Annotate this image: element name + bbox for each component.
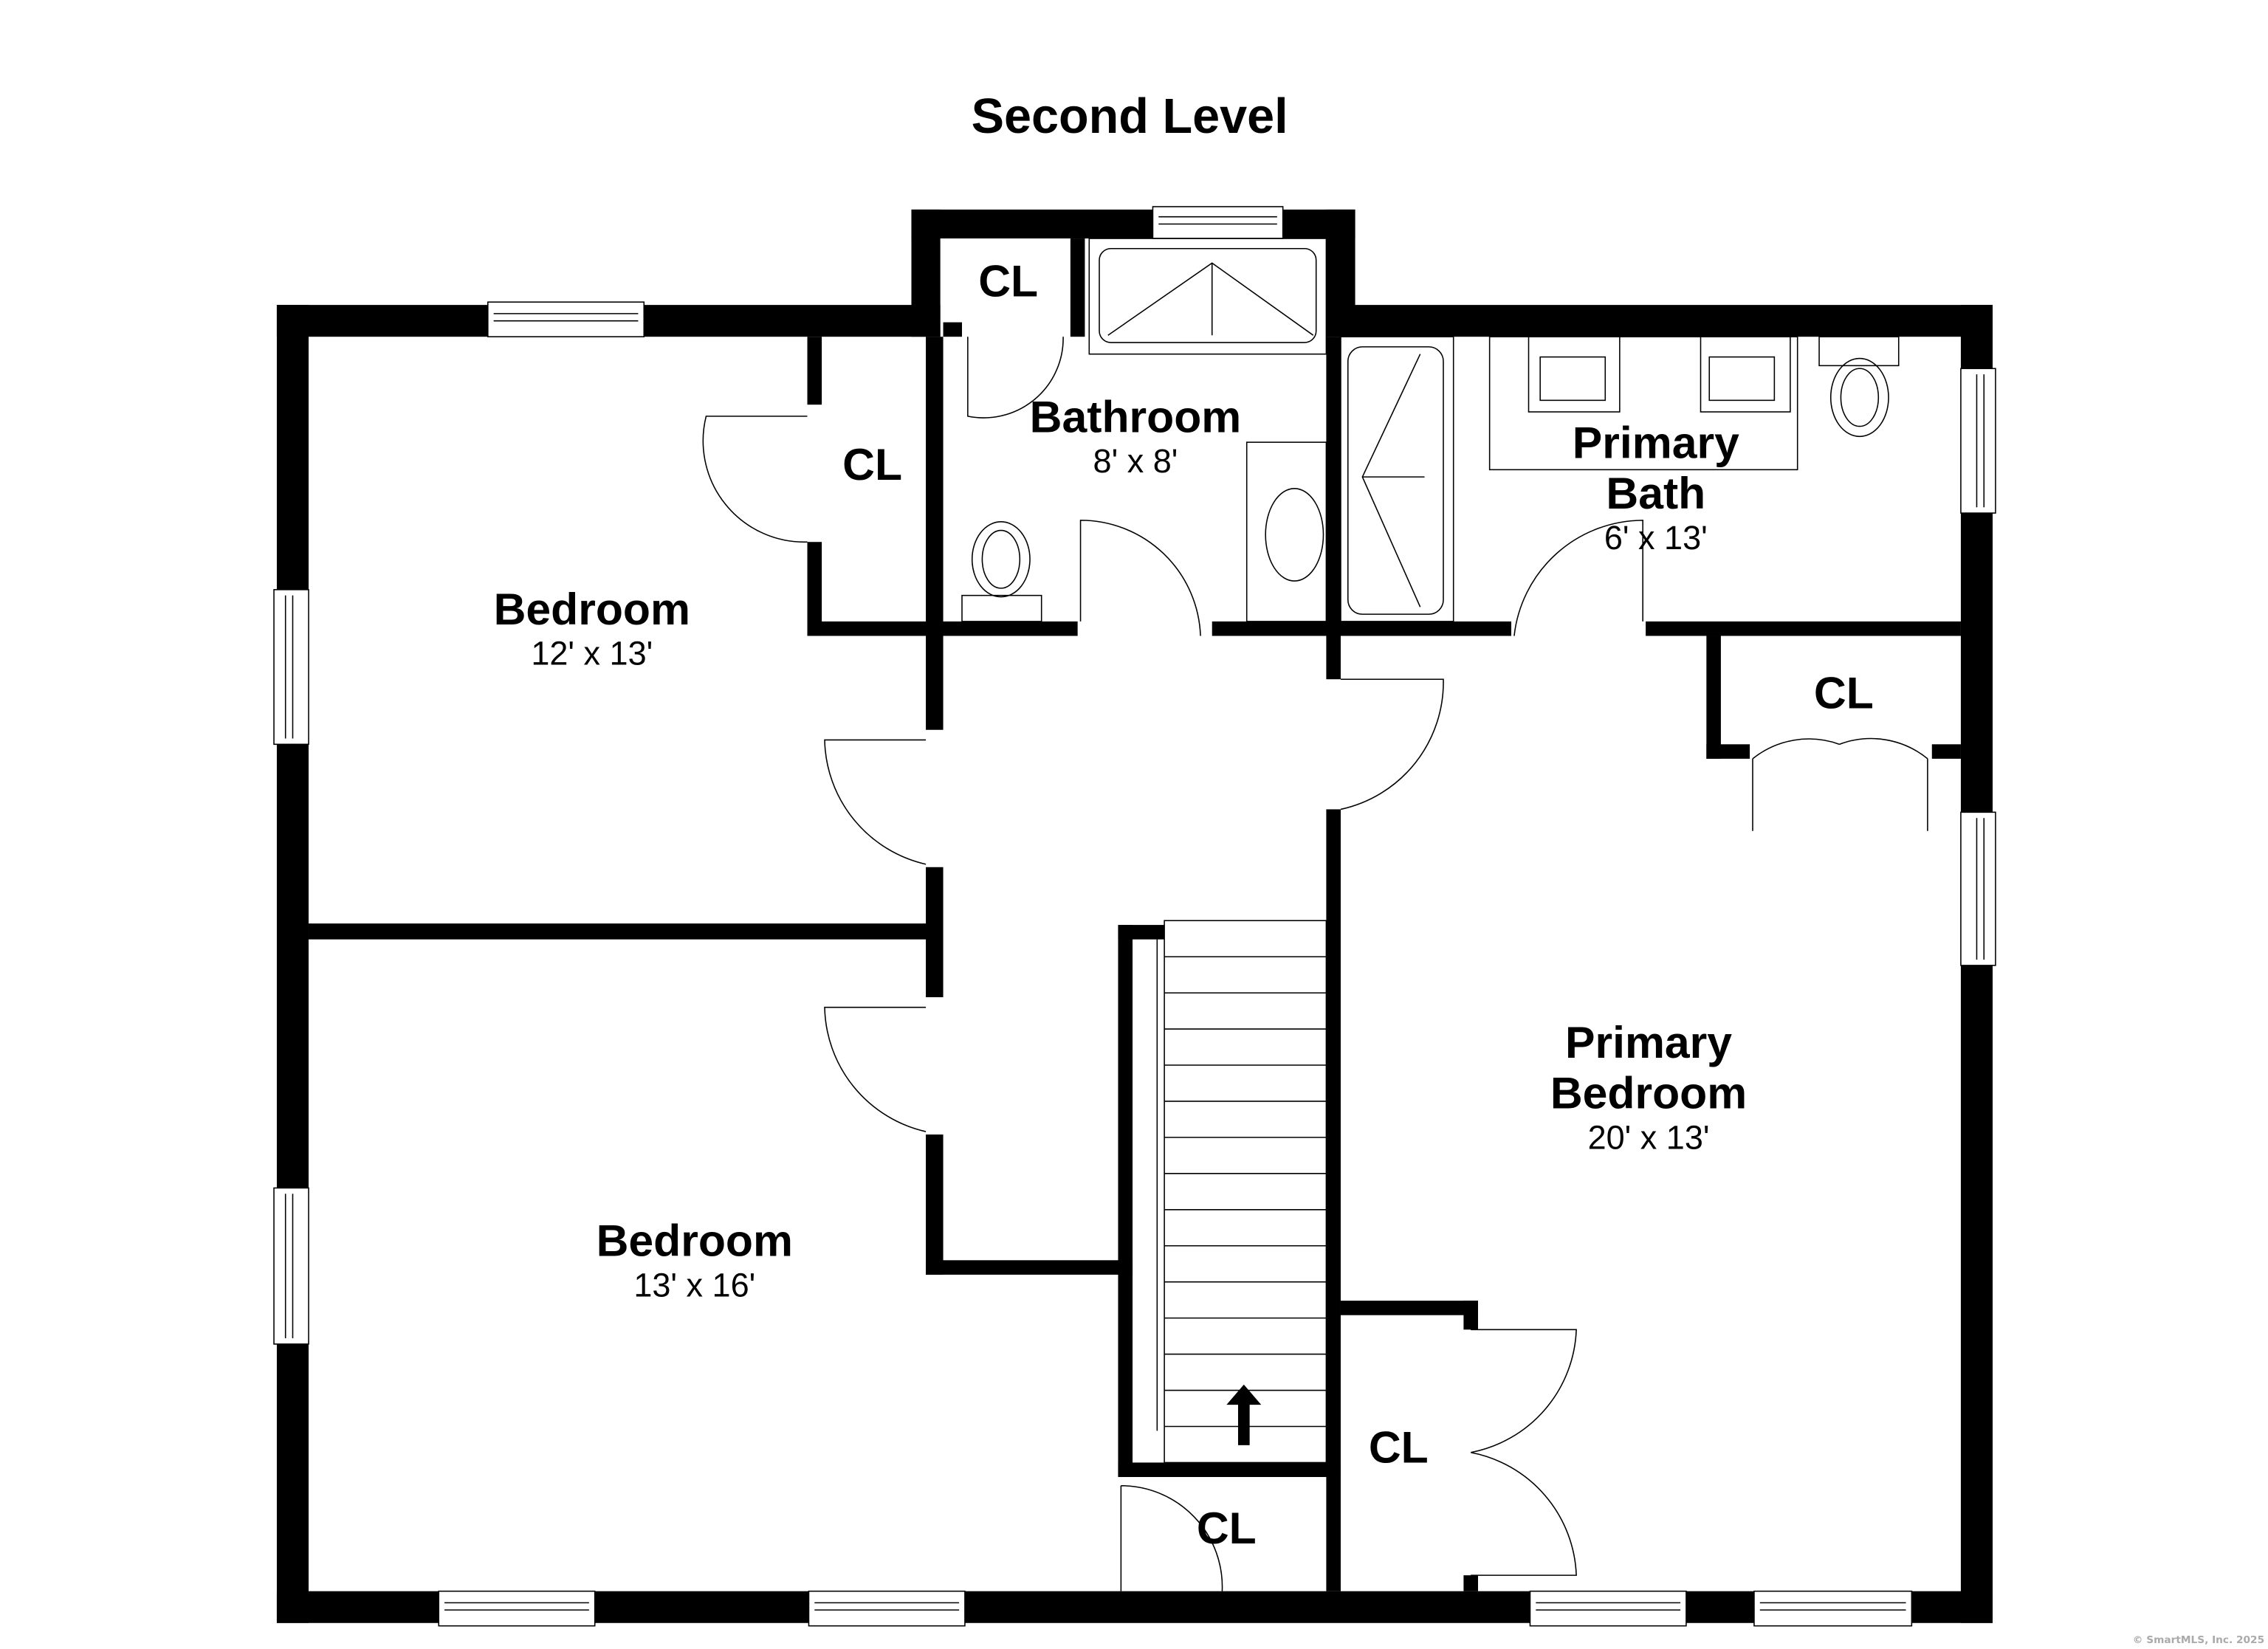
room-dimensions: 20' x 13' [1588,1119,1710,1157]
room-name: Bathroom [1030,391,1242,441]
room-name: Bedroom [1550,1068,1747,1118]
door [824,1006,927,1132]
window [273,1187,309,1345]
closet-label: CL [978,255,1038,306]
door [702,416,808,543]
fixtures [961,238,1900,1464]
closet-label: CL [1369,1422,1429,1472]
windows [273,206,1996,1627]
bathtub [1088,238,1327,355]
room-dimensions: 6' x 13' [1604,519,1708,557]
room-name: Bath [1606,468,1705,518]
door [1752,737,1928,831]
copyright: © SmartMLS, Inc. 2025 [2133,1634,2264,1646]
door [1513,520,1643,636]
door [967,337,1064,419]
window [1529,1590,1687,1627]
room-dimensions: 8' x 8' [1093,442,1178,480]
room-labels: Bedroom 12' x 13' Bedroom 13' x 16' Bath… [494,255,1874,1553]
doors [702,337,1928,1591]
closet-label: CL [1814,667,1874,717]
toilet [1818,336,1900,438]
staircase [1156,920,1327,1464]
room-name: Bedroom [597,1215,793,1265]
interior-walls [309,238,1961,1591]
window [1152,206,1284,239]
floor-title: Second Level [972,89,1288,144]
window [487,301,645,337]
window [1960,368,1996,514]
toilet [961,521,1042,622]
room-name: Primary [1565,1017,1732,1067]
closet-label: CL [1197,1503,1257,1553]
up-arrow-icon [1226,1384,1262,1445]
door [1471,1329,1577,1576]
window [438,1590,596,1627]
door [824,739,927,865]
window [1753,1590,1913,1627]
vanity [1488,336,1798,471]
shower [1340,336,1454,622]
door [1340,678,1444,810]
closet-label: CL [842,439,902,489]
door [1079,520,1201,636]
room-dimensions: 13' x 16' [633,1266,755,1304]
sink [1245,441,1327,622]
window [1960,811,1996,966]
room-name: Primary [1573,418,1739,468]
window [273,589,309,746]
window [808,1590,966,1627]
room-name: Bedroom [494,584,690,634]
door [1120,1484,1223,1591]
room-dimensions: 12' x 13' [531,635,653,672]
